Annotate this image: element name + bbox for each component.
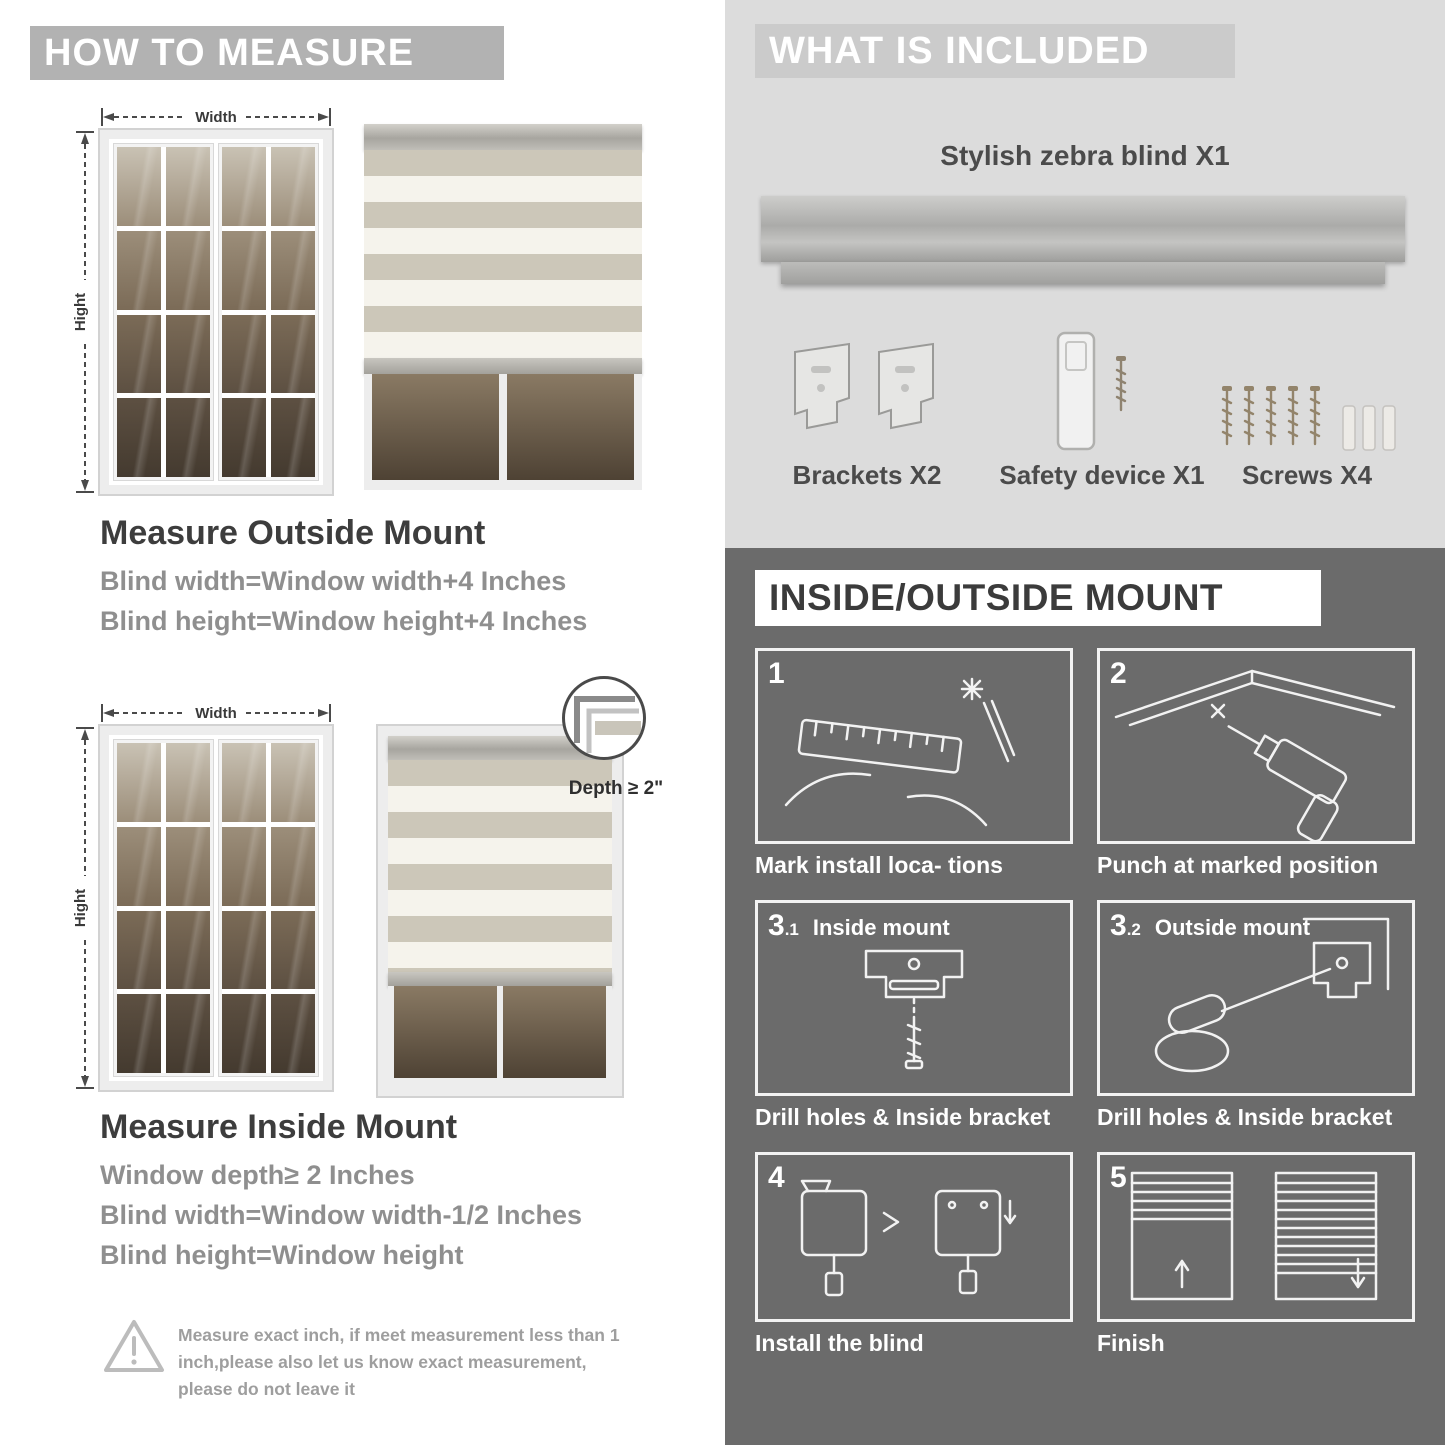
zebra-stripes xyxy=(364,150,642,358)
height-label: Hight xyxy=(74,889,89,927)
outside-formula-height: Blind height=Window height+4 Inches xyxy=(100,606,588,636)
width-label: Width xyxy=(195,705,237,722)
inside-outside-mount-banner: INSIDE/OUTSIDE MOUNT xyxy=(755,570,1321,626)
finish-blinds-illustration xyxy=(1130,1171,1378,1301)
install-blind-illustration xyxy=(800,1179,1017,1297)
outside-mount-blind-photo xyxy=(364,124,642,490)
blind-bottom-rail xyxy=(364,358,642,374)
safety-device-label: Safety device X1 xyxy=(999,460,1205,490)
inside-mount-blind-photo xyxy=(376,724,624,1098)
window-photo xyxy=(98,724,334,1092)
step-number: 4 xyxy=(768,1161,785,1194)
blind-bottom-rail xyxy=(388,972,612,986)
width-arrow-icon: Width xyxy=(101,704,331,722)
what-is-included-banner: WHAT IS INCLUDED xyxy=(755,24,1235,78)
measure-outside-title: Measure Outside Mount xyxy=(100,514,486,552)
step-number: 5 xyxy=(1110,1161,1127,1194)
right-column: WHAT IS INCLUDED Stylish zebra blind X1 xyxy=(725,0,1445,1445)
warning-icon xyxy=(104,1320,164,1372)
step-caption: Mark install loca- tions xyxy=(755,852,1003,878)
height-arrow-icon: Hight xyxy=(74,727,94,1089)
step-cell-4: 4 Install the blind xyxy=(755,1152,1073,1378)
outside-mount-window-figure: Width Hight xyxy=(74,106,334,496)
step-caption: Finish xyxy=(1097,1330,1165,1356)
frame-corner-detail-icon xyxy=(574,696,641,753)
inside-outside-mount-section: INSIDE/OUTSIDE MOUNT 1 xyxy=(725,548,1445,1445)
height-label: Hight xyxy=(74,293,89,331)
inside-formula-depth: Window depth≥ 2 Inches xyxy=(100,1160,415,1190)
step-number: 3 xyxy=(1110,909,1127,942)
zebra-stripes xyxy=(388,760,612,972)
step-panel-4: 4 xyxy=(755,1152,1073,1322)
step-panel-2: 2 xyxy=(1097,648,1415,844)
height-arrow-icon: Hight xyxy=(74,131,94,493)
step-caption: Drill holes & Inside bracket xyxy=(755,1104,1051,1130)
window-sash xyxy=(218,143,319,481)
window-behind-blind xyxy=(364,374,642,490)
step-panel-5: 5 xyxy=(1097,1152,1415,1322)
blind-quantity-label: Stylish zebra blind X1 xyxy=(940,140,1230,171)
screws-icon xyxy=(1221,386,1396,451)
blind-cassette xyxy=(364,124,642,150)
warning-text: Measure exact inch, if meet measurement … xyxy=(178,1325,620,1400)
step-caption: Punch at marked position xyxy=(1097,852,1379,878)
step-number: 2 xyxy=(1110,657,1127,690)
window-photo xyxy=(98,128,334,496)
inside-formula-height: Blind height=Window height xyxy=(100,1240,464,1270)
measure-inside-title: Measure Inside Mount xyxy=(100,1108,458,1146)
mark-locations-illustration xyxy=(784,677,1016,827)
outside-bracket-illustration xyxy=(1154,917,1390,1073)
step-number: 3 xyxy=(768,909,785,942)
window-behind-blind xyxy=(388,986,612,1086)
safety-device-icon xyxy=(1056,331,1127,451)
width-arrow-icon: Width xyxy=(101,108,331,126)
step-caption: Install the blind xyxy=(755,1330,924,1356)
step-caption: Drill holes & Inside bracket xyxy=(1097,1104,1393,1130)
inside-mount-window-figure: Width Hight xyxy=(74,702,334,1092)
screws-label: Screws X4 xyxy=(1241,460,1373,490)
depth-label: Depth ≥ 2" xyxy=(568,778,664,799)
drill-illustration xyxy=(1114,669,1396,841)
step-cell-5: 5 xyxy=(1097,1152,1415,1378)
zebra-blind-headrail-image xyxy=(761,196,1405,284)
brackets-icon xyxy=(794,342,934,430)
window-sash xyxy=(113,143,214,481)
window-sash xyxy=(113,739,214,1077)
how-to-measure-banner: HOW TO MEASURE xyxy=(30,26,504,80)
inside-bracket-illustration xyxy=(864,949,964,1070)
brackets-label: Brackets X2 xyxy=(792,460,942,490)
step-number: 1 xyxy=(768,657,785,690)
step-cell-2: 2 Punch at marked posi xyxy=(1097,648,1415,900)
steps-grid: 1 xyxy=(755,648,1415,1378)
depth-callout-circle xyxy=(562,676,646,760)
inside-formula-width: Blind width=Window width-1/2 Inches xyxy=(100,1200,583,1230)
outside-formula-width: Blind width=Window width+4 Inches xyxy=(100,566,567,596)
step-cell-1: 1 xyxy=(755,648,1073,900)
what-is-included-section: WHAT IS INCLUDED Stylish zebra blind X1 xyxy=(725,0,1445,548)
window-sash xyxy=(218,739,319,1077)
width-label: Width xyxy=(195,109,237,126)
step-panel-1: 1 xyxy=(755,648,1073,844)
